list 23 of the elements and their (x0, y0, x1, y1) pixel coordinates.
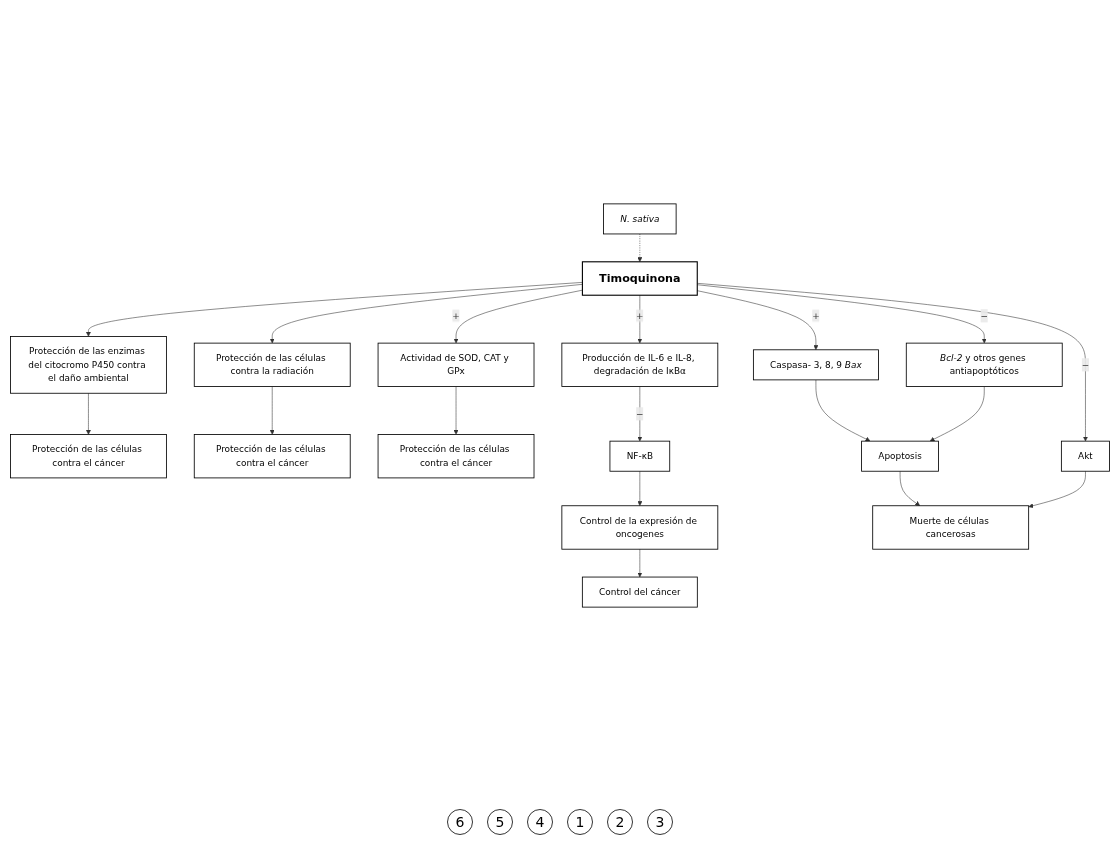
edge-label: + (636, 310, 644, 321)
edge-label: + (812, 310, 820, 321)
node-box: Timoquinona (581, 261, 698, 296)
node-box: Bcl-2 y otros genes antiapoptóticos (905, 342, 1063, 387)
node-box: Protección de las células contra el cáncer (10, 434, 167, 479)
edge-label: − (636, 408, 644, 419)
edge-label: − (1081, 359, 1090, 370)
node-box: Actividad de SOD, CAT y GPx (377, 342, 535, 387)
node-box: Akt (1060, 440, 1110, 472)
node-box: Protección de las células contra el cáncer (377, 434, 535, 479)
edge-label: + (452, 310, 460, 321)
node-box: Protección de las enzimas del citocromo P450 contra el daño ambiental (10, 336, 167, 394)
node-box: NF-κB (609, 440, 671, 472)
node-box: N. sativa (603, 203, 677, 235)
node-box: Muerte de células cancerosas (872, 505, 1030, 550)
node-box: Protección de las células contra el cáncer (193, 434, 351, 479)
node-box: Apoptosis (861, 440, 939, 472)
node-box: Caspasa- 3, 8, 9 Bax (752, 349, 879, 381)
node-box: Producción de IL-6 e IL-8, degradación de IκBα (561, 342, 719, 387)
edge-label: − (980, 310, 988, 321)
node-box: Protección de las células contra la radiación (193, 342, 351, 387)
node-box: Control de la expresión de oncogenes (561, 505, 719, 550)
node-box: Control del cáncer (581, 576, 698, 608)
